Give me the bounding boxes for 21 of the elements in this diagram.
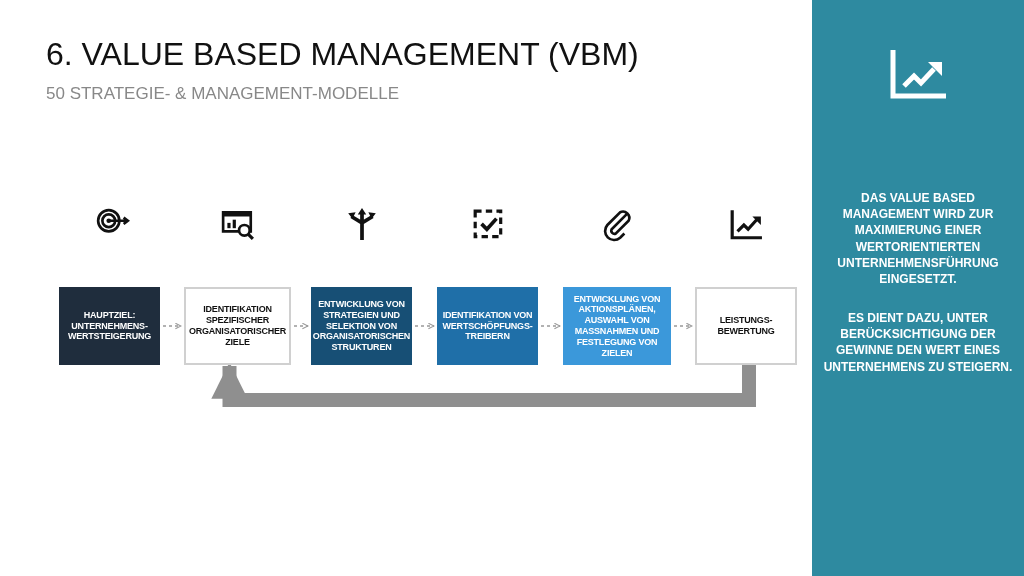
step-text: IDENTIFIKATION SPEZIFISCHER ORGANISATORISCHER ZIELE [188,304,287,348]
process-box [563,287,671,365]
description-text: ES DIENT DAZU, UNTER BERÜCKSICHTIGUNG DER GEWINNE DEN WERT EINES UNTERNEHMENS ZU STEIGERN. [822,310,1014,375]
subtitle: 50 STRATEGIE- & MANAGEMENT-MODELLE [46,84,399,104]
step-text: LEISTUNGS-BEWERTUNG [716,315,776,337]
arrow [673,322,693,330]
arrow [162,322,182,330]
description-text: DAS VALUE BASED MANAGEMENT WIRD ZUR MAXIMIERUNG EINER WERTORIENTIERTEN UNTERNEHMENSFÜHRUNG EINGESETZT. [836,190,1000,288]
arrow [414,322,435,330]
process-box [437,287,538,365]
step-text: HAUPTZIEL: UNTERNEHMENS-WERTSTEIGERUNG [66,309,153,343]
arrow [540,322,561,330]
title: 6. VALUE BASED MANAGEMENT (VBM) [46,36,639,73]
step-text: IDENTIFIKATION VON WERTSCHÖPFUNGS-TREIBERN [441,309,534,343]
step-text: ENTWICKLUNG VON STRATEGIEN UND SELEKTION VON ORGANISATORISCHEN STRUKTUREN [312,299,411,353]
process-box [59,287,160,365]
process-box [184,287,291,365]
arrow [293,322,309,330]
process-box [311,287,412,365]
process-box [695,287,797,365]
step-text: ENTWICKLUNG VON AKTIONSPLÄNEN, AUSWAHL VON MASSNAHMEN UND FESTLEGUNG VON ZIELEN [572,293,662,359]
